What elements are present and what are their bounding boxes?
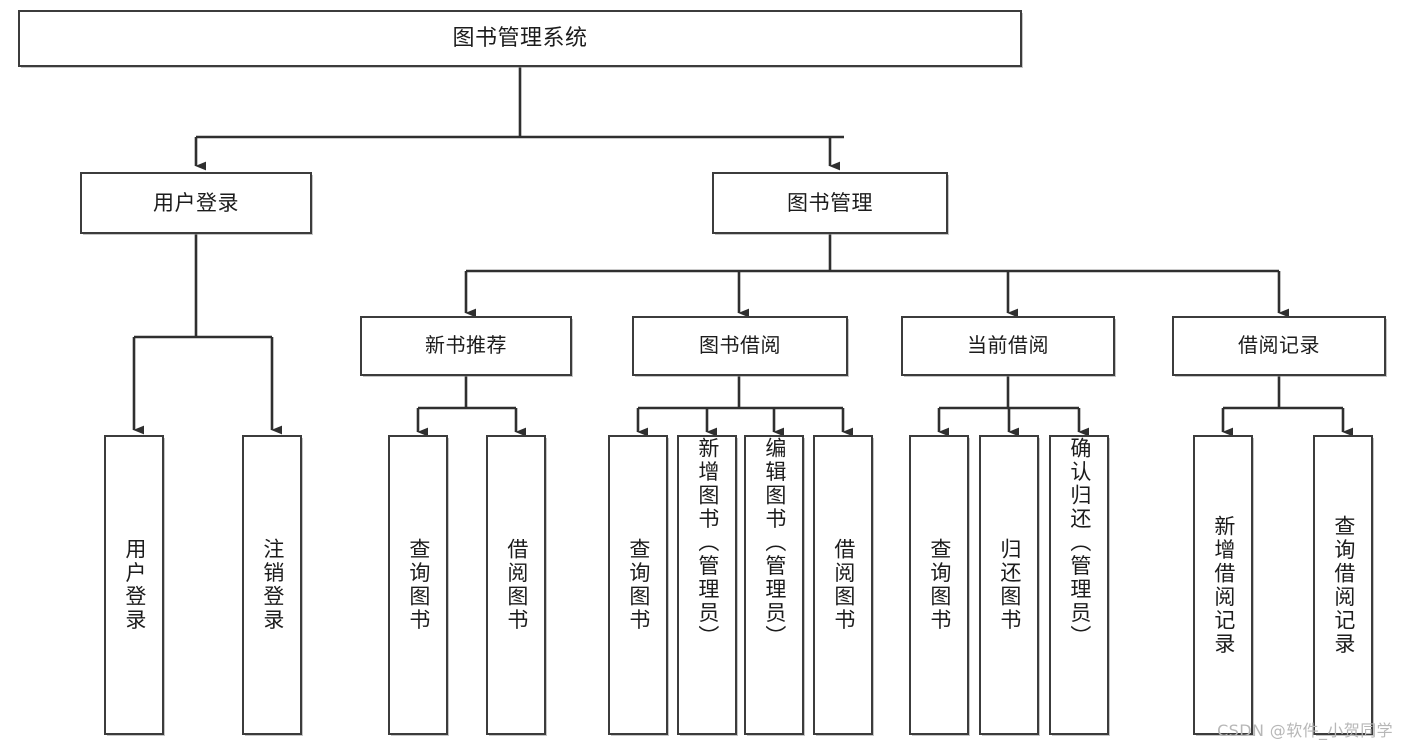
node-leaf-user-login[interactable]: 用户登录 <box>104 435 164 735</box>
node-leaf-borrow-book-1-label: 借阅图书 <box>504 538 529 632</box>
node-leaf-query-book-3-label: 查询图书 <box>927 538 952 632</box>
node-new-book-recommend-label: 新书推荐 <box>425 333 507 358</box>
node-user-login-label: 用户登录 <box>153 190 239 215</box>
node-leaf-query-record[interactable]: 查询借阅记录 <box>1313 435 1373 735</box>
node-borrow-record-label: 借阅记录 <box>1238 333 1320 358</box>
node-root-label: 图书管理系统 <box>452 25 588 51</box>
node-leaf-query-book-1[interactable]: 查询图书 <box>388 435 448 735</box>
node-leaf-return-book[interactable]: 归还图书 <box>979 435 1039 735</box>
node-leaf-edit-book-label: 编辑图书（管理员） <box>762 437 787 649</box>
watermark-text: CSDN @软件_小贺同学 <box>1217 721 1393 740</box>
node-leaf-logout-login-label: 注销登录 <box>260 538 285 632</box>
node-current-borrow[interactable]: 当前借阅 <box>901 316 1115 376</box>
node-book-borrow[interactable]: 图书借阅 <box>632 316 848 376</box>
node-leaf-logout-login[interactable]: 注销登录 <box>242 435 302 735</box>
node-new-book-recommend[interactable]: 新书推荐 <box>360 316 572 376</box>
node-leaf-confirm-return-label: 确认归还（管理员） <box>1067 437 1092 649</box>
node-leaf-query-book-1-label: 查询图书 <box>406 538 431 632</box>
node-book-management-label: 图书管理 <box>787 190 873 215</box>
node-leaf-query-book-3[interactable]: 查询图书 <box>909 435 969 735</box>
node-borrow-record[interactable]: 借阅记录 <box>1172 316 1386 376</box>
node-leaf-query-record-label: 查询借阅记录 <box>1331 514 1356 656</box>
node-leaf-confirm-return[interactable]: 确认归还（管理员） <box>1049 435 1109 735</box>
node-user-login[interactable]: 用户登录 <box>80 172 312 234</box>
node-leaf-borrow-book-1[interactable]: 借阅图书 <box>486 435 546 735</box>
node-leaf-borrow-book-2[interactable]: 借阅图书 <box>813 435 873 735</box>
node-leaf-add-record-label: 新增借阅记录 <box>1211 514 1236 656</box>
node-leaf-add-book[interactable]: 新增图书（管理员） <box>677 435 737 735</box>
node-leaf-add-book-label: 新增图书（管理员） <box>695 437 720 649</box>
node-current-borrow-label: 当前借阅 <box>967 333 1049 358</box>
node-book-borrow-label: 图书借阅 <box>699 333 781 358</box>
node-book-management[interactable]: 图书管理 <box>712 172 948 234</box>
node-leaf-query-book-2-label: 查询图书 <box>626 538 651 632</box>
node-root-system[interactable]: 图书管理系统 <box>18 10 1022 67</box>
node-leaf-return-book-label: 归还图书 <box>997 538 1022 632</box>
node-leaf-borrow-book-2-label: 借阅图书 <box>831 538 856 632</box>
node-leaf-edit-book[interactable]: 编辑图书（管理员） <box>744 435 804 735</box>
node-leaf-query-book-2[interactable]: 查询图书 <box>608 435 668 735</box>
node-leaf-add-record[interactable]: 新增借阅记录 <box>1193 435 1253 735</box>
node-leaf-user-login-label: 用户登录 <box>122 538 147 632</box>
